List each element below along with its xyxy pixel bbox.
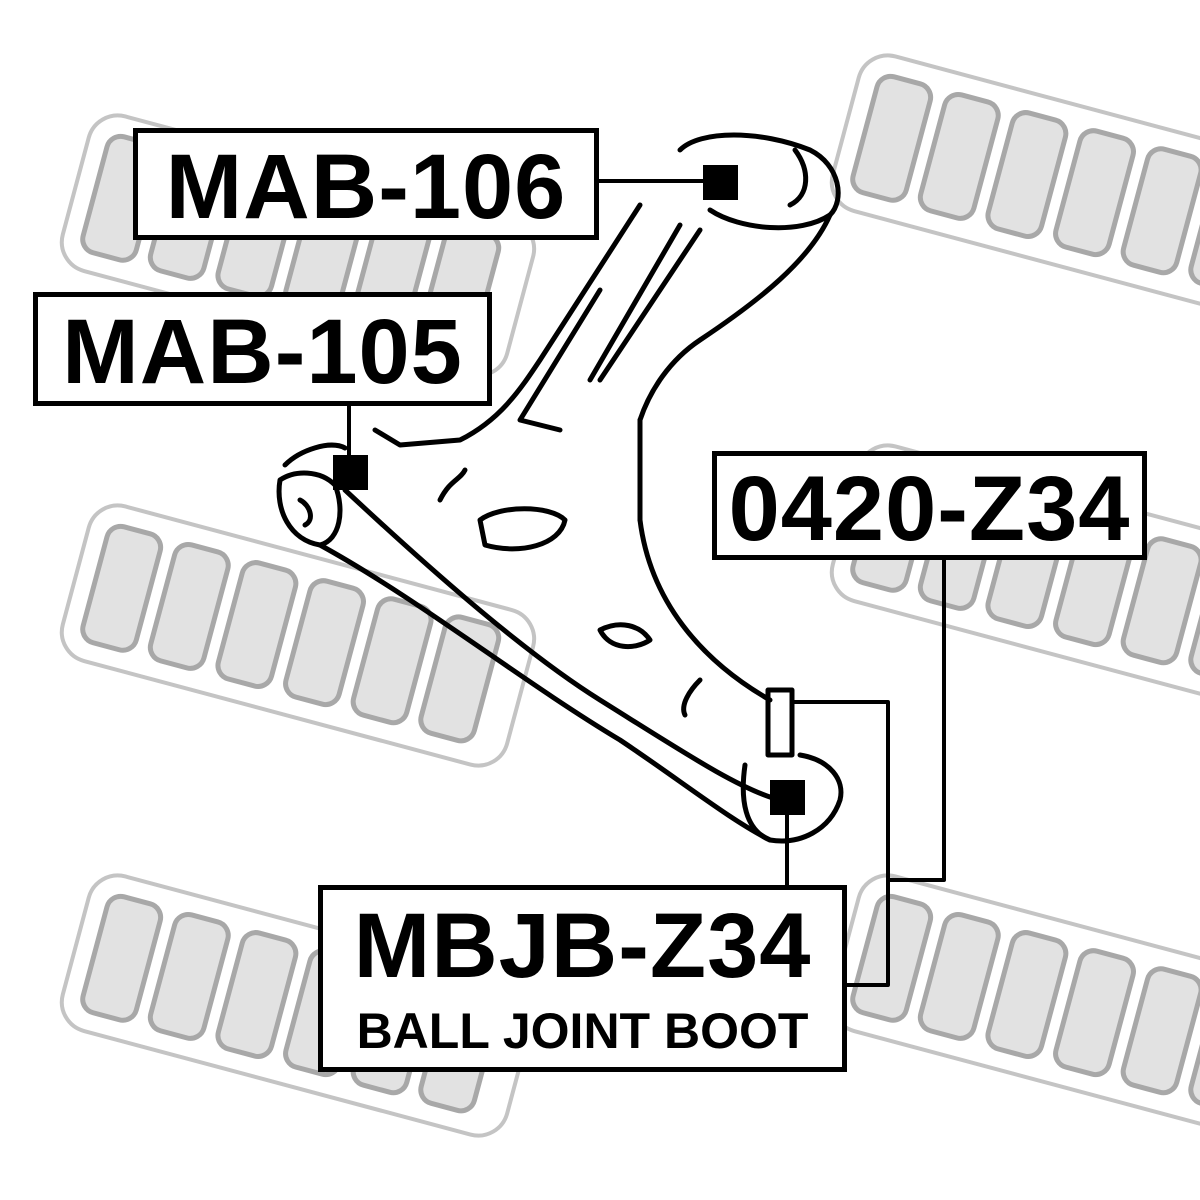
ball-joint-stud [765,687,795,758]
label-0420-z34: 0420-Z34 [712,451,1147,560]
label-mbjb-z34: MBJB-Z34 BALL JOINT BOOT [318,885,847,1072]
label-mab-105: MAB-105 [33,292,492,406]
front-bushing [276,470,343,548]
marker-mbjb-z34 [770,780,805,815]
ball-joint-boot [740,752,844,844]
rear-bushing [677,132,841,231]
leader-lines [347,179,946,987]
arm-strut [372,202,643,448]
watermark-logo [829,53,1200,318]
part-number: MBJB-Z34 [353,895,812,997]
watermark-logo [59,503,537,768]
part-description: BALL JOINT BOOT [356,1003,809,1059]
marker-mab-106 [703,165,738,200]
arm-lower-edge [317,542,773,843]
arm-slot [597,622,653,650]
watermark-logo [829,873,1200,1138]
arm-hole [477,506,568,552]
marker-mab-105 [333,455,368,490]
label-mab-106: MAB-106 [133,128,599,240]
